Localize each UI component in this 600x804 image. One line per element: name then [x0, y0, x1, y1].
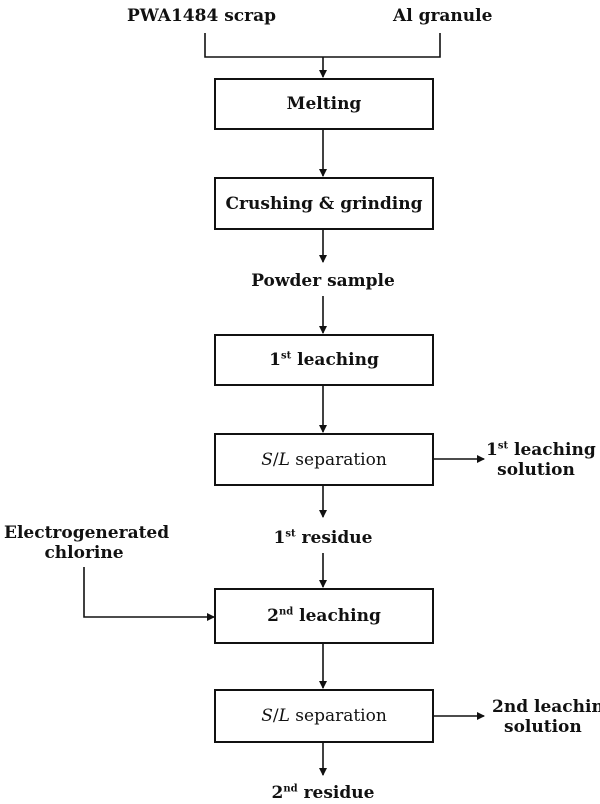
product-first-residue: 1st residue: [273, 528, 373, 548]
step-sl-separation-1-label: S/L separation: [261, 449, 387, 470]
first-solution-line2: solution: [497, 460, 575, 480]
first-solution-line1: 1st leaching: [486, 440, 596, 460]
product-second-residue: 2nd residue: [271, 783, 375, 803]
input-aluminum-label: Al granule: [393, 6, 493, 26]
input-scrap-label: PWA1484 scrap: [127, 6, 276, 26]
step-second-leaching-label: 2nd leaching: [267, 606, 381, 626]
step-crushing-label: Crushing & grinding: [225, 193, 423, 214]
second-solution-line1: 2nd leachin: [492, 697, 600, 717]
step-second-leaching: 2nd leaching: [214, 588, 434, 644]
product-first-leaching-solution: 1st leaching solution: [486, 440, 596, 480]
step-first-leaching: 1st leaching: [214, 334, 434, 386]
product-powder-sample: Powder sample: [251, 271, 395, 291]
chlorine-line2: chlorine: [44, 543, 124, 563]
step-sl-separation-2-label: S/L separation: [261, 706, 387, 726]
chlorine-line1: Electrogenerated: [4, 523, 170, 543]
step-crushing-grinding: Crushing & grinding: [214, 177, 434, 230]
step-sl-separation-2: S/L separation: [214, 689, 434, 743]
input-electrogenerated-chlorine: Electrogenerated chlorine: [4, 523, 170, 563]
product-second-leaching-solution: 2nd leachin solution: [492, 697, 600, 737]
chlorine-feed-line: [83, 567, 215, 621]
step-sl-separation-1: S/L separation: [214, 433, 434, 486]
step-melting-label: Melting: [286, 94, 362, 114]
second-solution-line2: solution: [504, 717, 582, 737]
scrap-feed-line: [204, 33, 441, 58]
step-first-leaching-label: 1st leaching: [269, 350, 379, 370]
step-melting: Melting: [214, 78, 434, 130]
